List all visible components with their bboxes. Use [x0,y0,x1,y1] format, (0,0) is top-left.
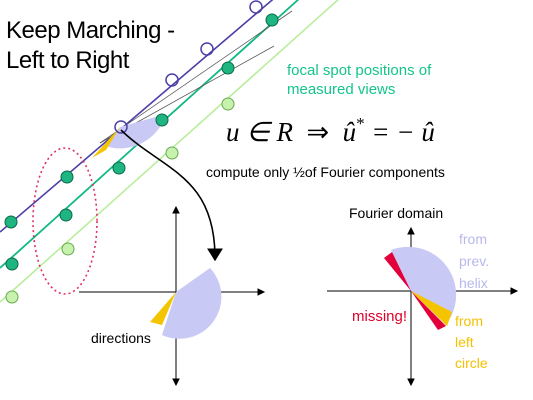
directions-half-disk [162,268,222,339]
focal-spot-dot [265,13,279,27]
construction-line-1 [99,10,293,144]
compute-text: compute only ½of Fourier components [206,164,445,180]
focal-spot-dot [59,208,73,222]
directions-label: directions [91,330,151,346]
slide-title-line1: Keep Marching - [6,17,175,44]
focal-label-line2: measured views [287,81,396,98]
focal-spot-dot [112,161,126,175]
upper-yellow-wedge [92,127,120,158]
focal-spot-dot [4,215,18,229]
fourier-yellow-wedge [411,291,452,326]
focal-spot-dot [60,170,74,184]
missing-label: missing! [352,308,408,325]
focal-spot-dot [221,61,235,75]
from-prev-helix-line1: from [459,231,487,247]
from-prev-helix-line3: helix [459,275,488,291]
focal-spot-dot [61,242,75,256]
fourier-half-disk [391,246,457,323]
light-green-focal-spots [5,97,235,304]
focal-spot-dot [200,42,214,56]
from-left-circle-line2: left [455,334,474,350]
curved-arrow-icon [120,129,223,262]
equation-rhs-base: û [342,117,357,147]
equation-rhs-tail: = − û [371,117,435,147]
focal-spot-dot [155,113,169,127]
focal-spot-dot [165,146,179,160]
teal-focal-spots [4,13,279,271]
equation-lhs: u ∈ R [226,117,294,147]
equation: u ∈ R ⇒ û* = − û [226,114,435,148]
focal-spot-dot [114,120,128,134]
from-left-circle-line1: from [455,313,483,329]
dotted-ellipse [32,147,98,295]
from-left-circle-line3: circle [455,355,488,371]
fourier-domain-label: Fourier domain [349,205,444,221]
directions-yellow-wedge [150,292,176,325]
upper-half-disk [105,114,166,149]
focal-spot-dot [221,97,235,111]
focal-spot-dot [165,73,179,87]
fourier-red-wedge-bottom [411,291,446,330]
equation-arrow: ⇒ [306,117,330,147]
focal-spot-dot [249,0,263,14]
equation-rhs-sup: * [356,114,365,133]
focal-label-line1: focal spot positions of [287,62,432,79]
helix-line-purple [0,0,274,233]
purple-focal-spots [114,0,263,134]
from-prev-helix-line2: prev. [459,253,490,269]
directions-axes [79,205,266,387]
focal-spot-dot [5,257,19,271]
slide-title-line2: Left to Right [6,47,129,74]
fourier-red-wedge-top [384,252,411,291]
focal-spot-dot [5,290,19,304]
